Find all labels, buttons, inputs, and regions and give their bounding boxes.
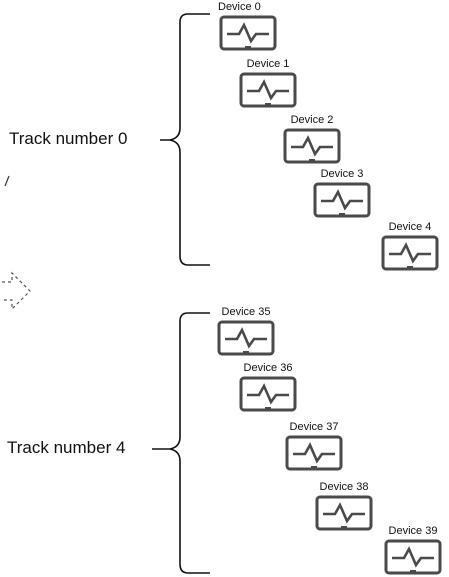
device-label: Device 36 [243, 362, 293, 374]
monitor-heartbeat-icon [239, 72, 297, 108]
monitor-heartbeat-icon [283, 128, 341, 164]
device-label: Device 37 [289, 421, 339, 433]
track-0-bracket [160, 13, 210, 266]
device-35: Device 35 [216, 306, 276, 356]
device-1: Device 1 [238, 58, 298, 108]
device-39: Device 39 [383, 525, 443, 575]
track-4-label: Track number 4 [7, 438, 126, 457]
monitor-heartbeat-icon [381, 235, 439, 271]
monitor-heartbeat-icon [285, 435, 343, 471]
track-0-label: Track number 0 [9, 129, 128, 148]
monitor-heartbeat-icon [384, 539, 442, 575]
device-label: Device 39 [388, 525, 438, 537]
device-0: Device 0 [218, 1, 278, 51]
monitor-heartbeat-icon [313, 182, 371, 218]
dashed-arrow-icon [2, 271, 31, 311]
device-2: Device 2 [282, 114, 342, 164]
device-36: Device 36 [238, 362, 298, 412]
monitor-heartbeat-icon [217, 320, 275, 356]
device-label: Device 1 [246, 58, 290, 70]
device-label: Device 38 [319, 481, 369, 493]
device-label: Device 35 [221, 306, 271, 318]
device-label: Device 2 [290, 114, 334, 126]
monitor-heartbeat-icon [315, 495, 373, 531]
edge-mark [4, 175, 10, 187]
device-4: Device 4 [380, 221, 440, 271]
device-label: Device 4 [388, 221, 432, 233]
device-3: Device 3 [312, 168, 372, 218]
monitor-heartbeat-icon [219, 15, 277, 51]
monitor-heartbeat-icon [239, 376, 297, 412]
device-label: Device 0 [218, 1, 261, 13]
track-4-bracket [152, 312, 210, 574]
device-label: Device 3 [320, 168, 364, 180]
device-37: Device 37 [284, 421, 344, 471]
device-38: Device 38 [314, 481, 374, 531]
